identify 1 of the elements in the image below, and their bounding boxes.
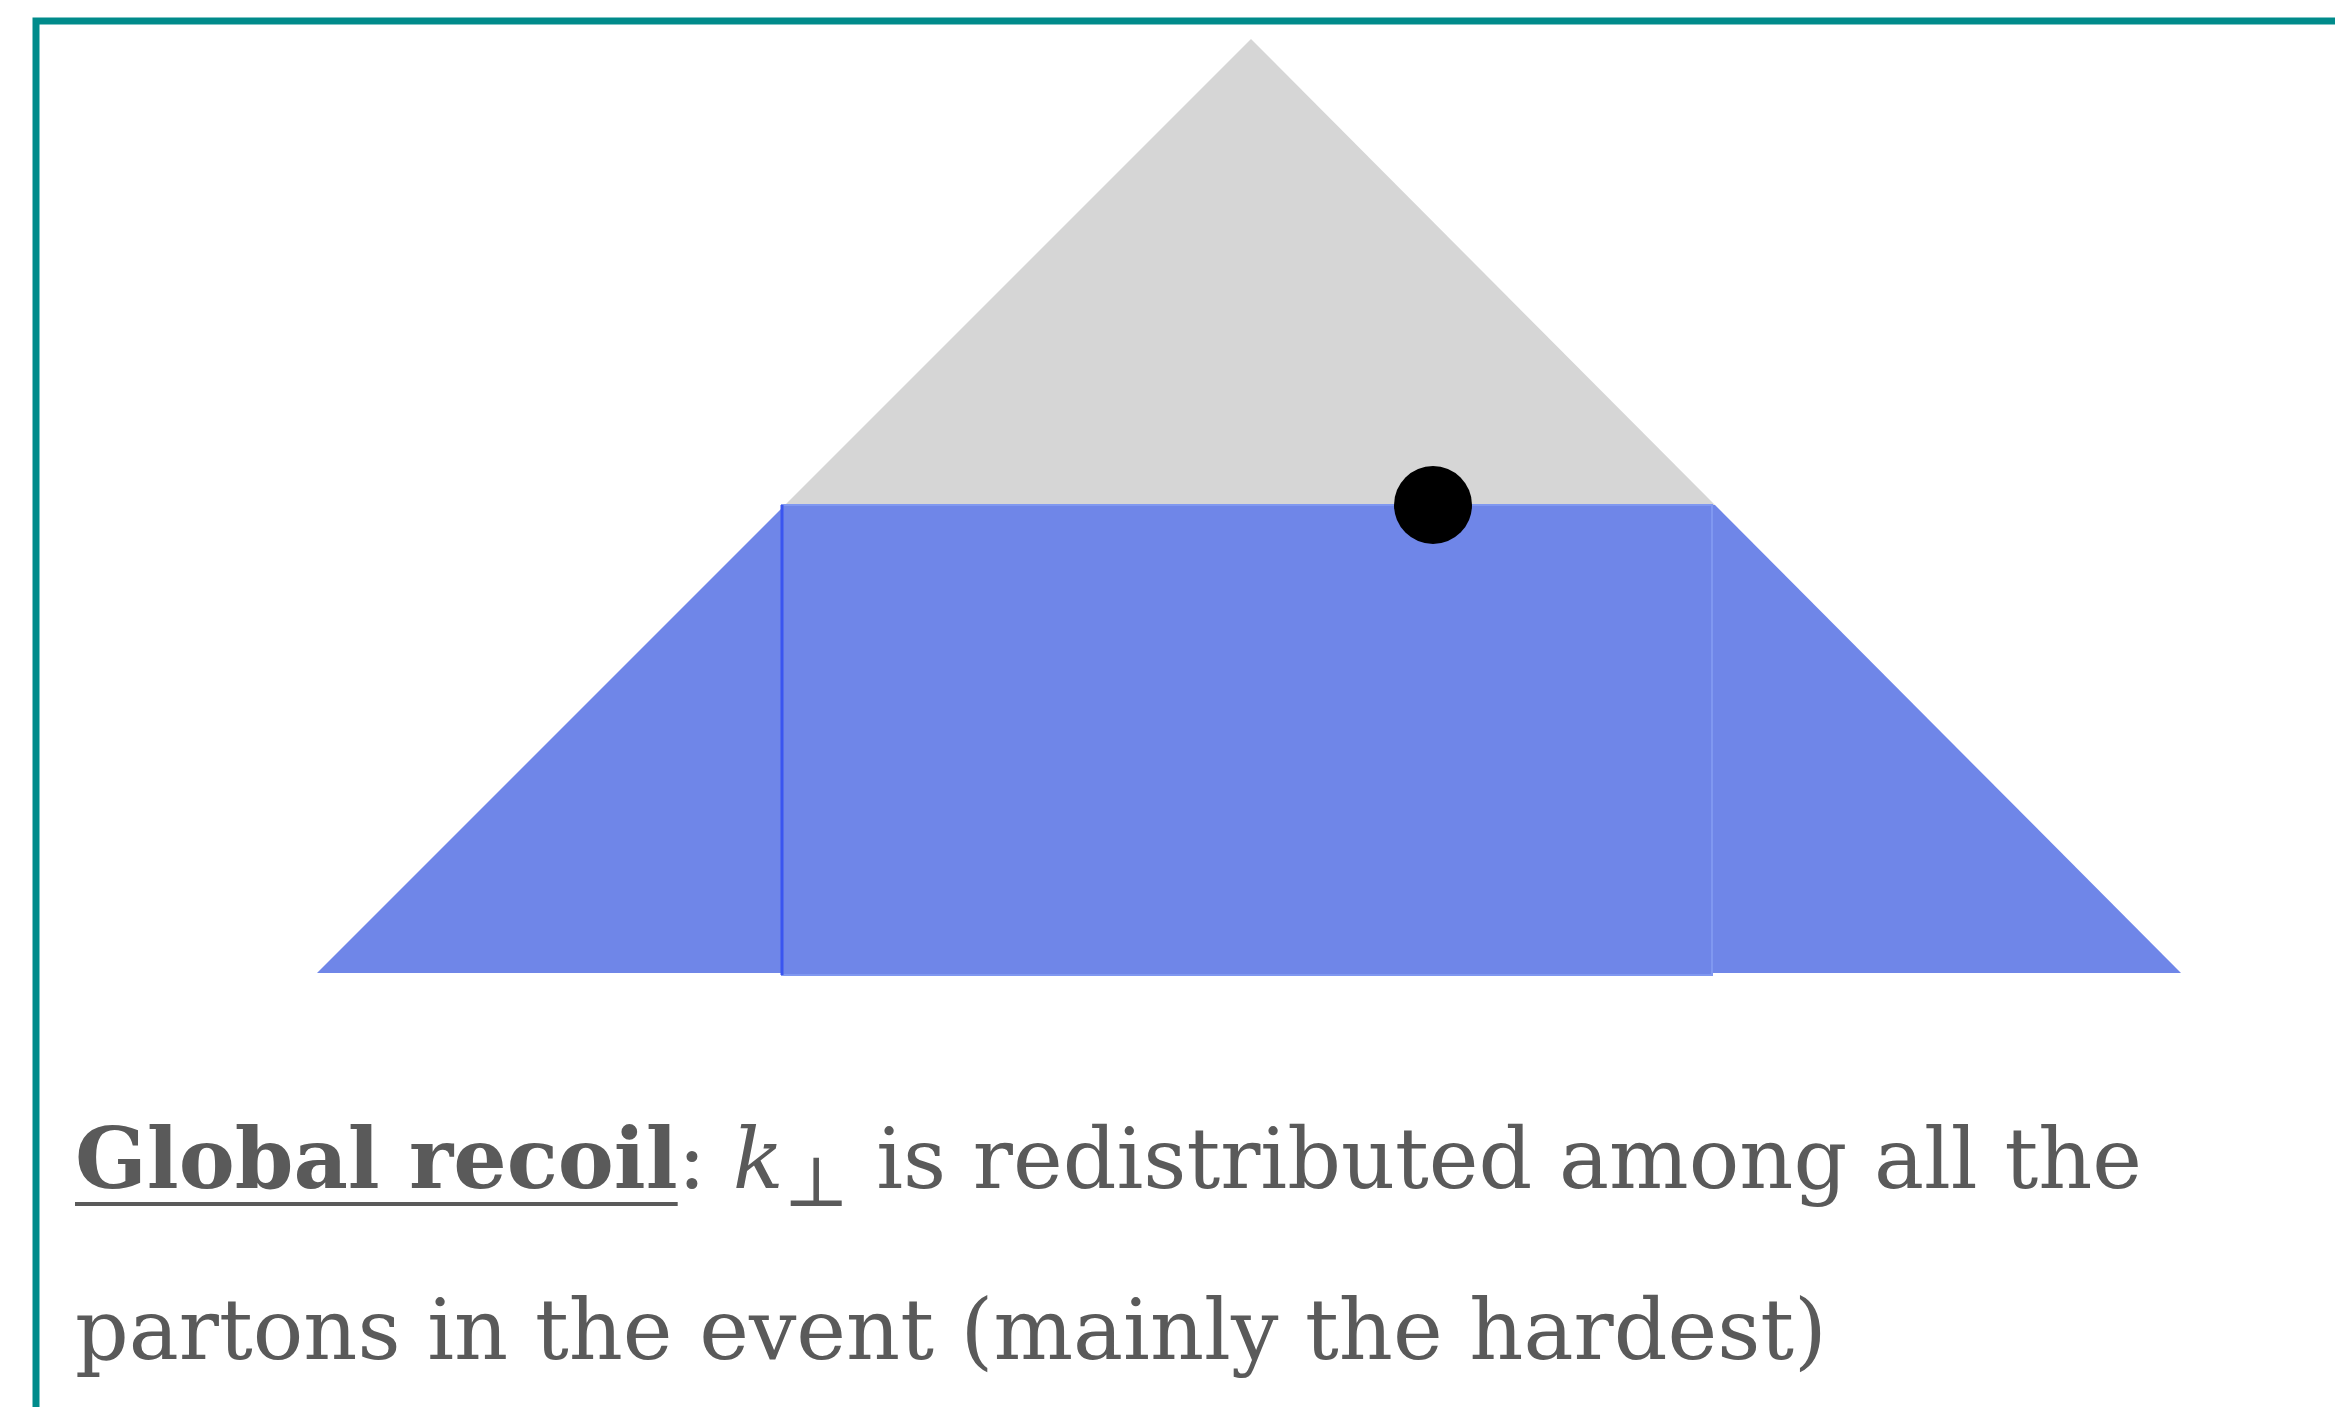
caption-text: Global recoil: k$_{⊥}$ is redistributed among all the partons in the event (mainly the hardest) [75,1108,2143,1381]
